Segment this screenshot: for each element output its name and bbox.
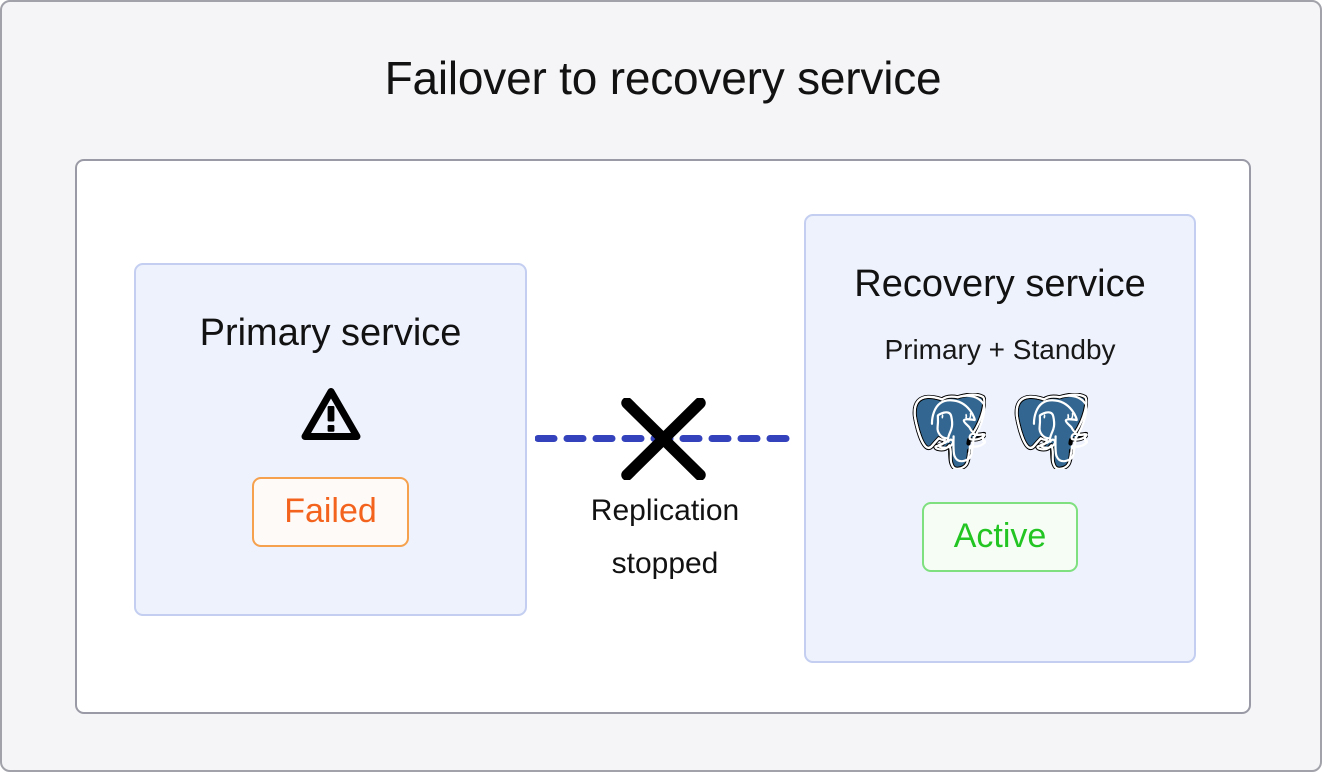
postgresql-elephant-icon xyxy=(912,392,987,474)
postgres-node-list xyxy=(806,392,1194,474)
replication-link xyxy=(534,397,796,481)
recovery-service-subtitle: Primary + Standby xyxy=(884,334,1116,365)
status-badge-failed[interactable]: Failed xyxy=(252,477,409,547)
page-title: Failover to recovery service xyxy=(384,52,942,104)
primary-service-card[interactable]: Primary service Failed xyxy=(134,263,527,616)
x-cross-icon xyxy=(621,397,706,481)
primary-status-container: Failed xyxy=(136,477,525,547)
diagram-panel: Primary service Failed Recovery service … xyxy=(75,159,1251,714)
replication-status-label: Replication stopped xyxy=(590,494,740,580)
warning-icon-container xyxy=(136,386,525,447)
postgresql-elephant-icon xyxy=(1014,392,1089,474)
primary-service-title: Primary service xyxy=(199,312,462,354)
warning-triangle-icon xyxy=(300,386,362,447)
status-badge-active[interactable]: Active xyxy=(921,502,1079,572)
recovery-status-container: Active xyxy=(806,502,1194,572)
recovery-service-title: Recovery service xyxy=(854,263,1146,305)
recovery-service-card[interactable]: Recovery service Primary + Standby xyxy=(804,214,1196,663)
